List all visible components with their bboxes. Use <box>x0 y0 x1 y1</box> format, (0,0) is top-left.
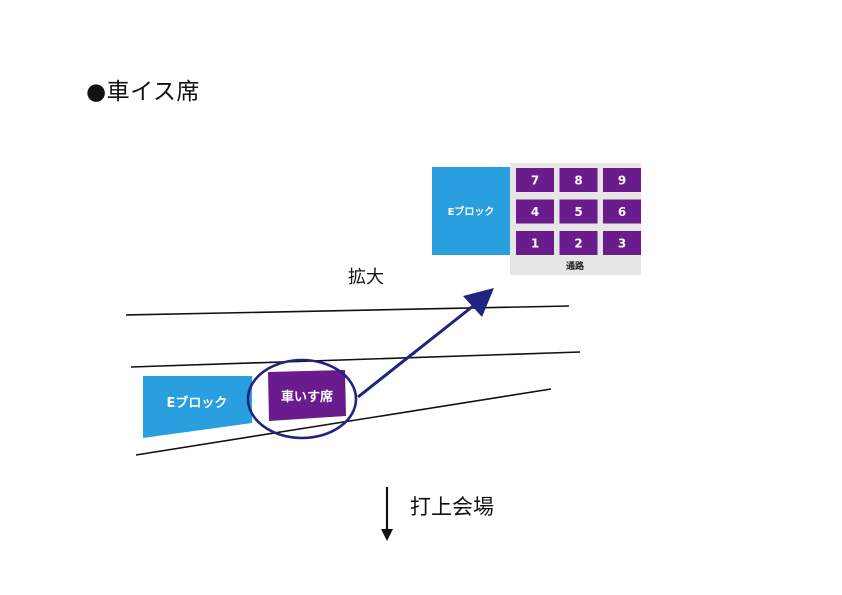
stand-line-bottom <box>135 388 552 456</box>
zoom-arrow <box>357 297 483 399</box>
wheelchair-seat-block <box>268 370 346 421</box>
zoom-arrowhead <box>463 288 494 317</box>
seat-8 <box>559 168 598 192</box>
wheelchair-seat-label: 車いす席 <box>281 389 333 405</box>
e-block-label: Eブロック <box>167 395 228 411</box>
seat-number-3: 3 <box>618 237 626 251</box>
seat-1 <box>516 231 554 255</box>
enlarged-seat-map: Eブロック 7 8 9 4 5 6 1 2 3 通路 <box>432 163 641 275</box>
seat-number-6: 6 <box>618 205 626 219</box>
seat-grid: 7 8 9 4 5 6 1 2 3 <box>516 168 641 255</box>
seat-9 <box>603 168 641 192</box>
seat-number-2: 2 <box>574 237 582 251</box>
highlight-circle <box>246 358 358 440</box>
stand-line-top <box>125 305 570 316</box>
enlarged-e-block-label: Eブロック <box>448 205 495 218</box>
aisle-label: 通路 <box>566 260 585 272</box>
seat-number-1: 1 <box>531 237 539 251</box>
seat-number-8: 8 <box>574 174 582 188</box>
seat-4 <box>516 199 554 224</box>
stand-line-middle <box>130 351 581 368</box>
e-block <box>143 376 252 438</box>
seat-7 <box>516 168 554 192</box>
seat-2 <box>559 231 598 255</box>
seat-number-7: 7 <box>531 174 539 188</box>
direction-arrowhead <box>381 529 393 541</box>
seat-5 <box>559 199 598 224</box>
page-title: ●車イス席 <box>86 79 200 105</box>
zoom-label: 拡大 <box>348 267 384 288</box>
seat-3 <box>603 231 641 255</box>
seat-number-5: 5 <box>574 205 582 219</box>
seat-number-9: 9 <box>618 174 626 188</box>
seat-6 <box>603 199 641 224</box>
direction-label: 打上会場 <box>410 495 494 519</box>
seat-number-4: 4 <box>531 205 539 219</box>
enlarged-e-block <box>432 167 510 255</box>
